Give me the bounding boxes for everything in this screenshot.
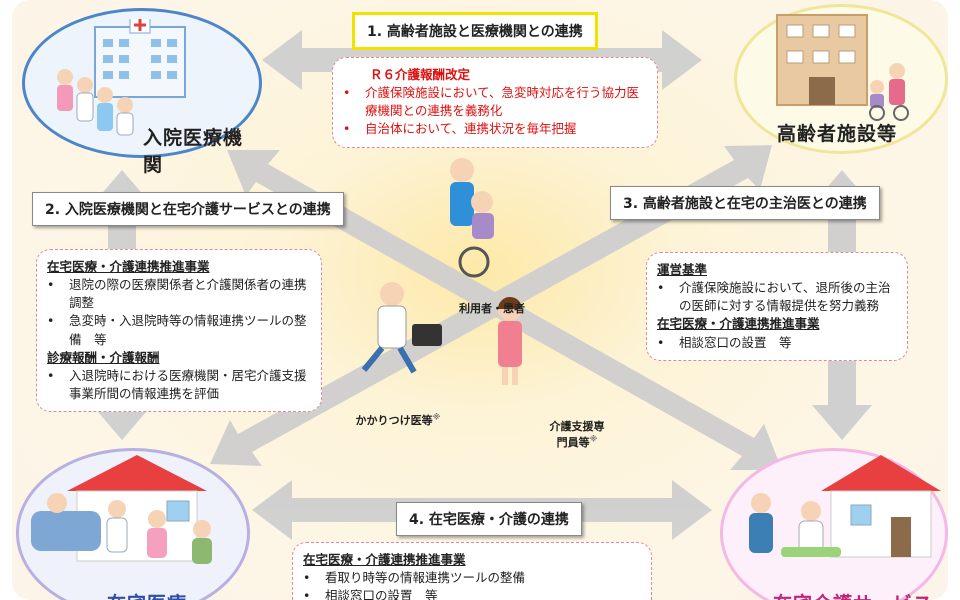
link1-bubble: Ｒ６介護報酬改定 •介護保険施設において、急変時対応を行う協力医療機関との連携を…: [332, 57, 658, 148]
care-manager-label: 介護支援専 門員等※: [549, 420, 605, 449]
link4-title: 4. 在宅医療・介護の連携: [396, 502, 582, 536]
revision-title: Ｒ６介護報酬改定: [369, 67, 470, 82]
home-care-label: 在宅介護サービス: [773, 589, 933, 600]
list-item: •入退院時における医療機関・居宅介護支援事業所間の情報連携を評価: [47, 367, 307, 401]
list-item: •退院の際の医療関係者と介護関係者の連携調整: [47, 277, 307, 311]
hospital-label: 入院医療機関: [143, 127, 244, 176]
list-item: •介護保険施設において、急変時対応を行う協力医療機関との連携を義務化: [343, 85, 640, 119]
arrow-diagonal-2: [210, 145, 772, 466]
link4-bubble: 在宅医療・介護連携推進事業 •看取り時等の情報連携ツールの整備 •相談窓口の設置…: [292, 542, 652, 600]
list-item: •急変時・入退院時等の情報連携ツールの整備 等: [47, 313, 307, 347]
list-item: •看取り時等の情報連携ツールの整備: [303, 570, 526, 586]
doctor-label: かかりつけ医等※: [355, 412, 441, 427]
list-item: •相談窓口の設置 等: [303, 588, 438, 600]
hospital-icon: [57, 19, 186, 136]
care-manager-icon: [498, 297, 522, 385]
link3-title: 3. 高齢者施設と在宅の主治医との連携: [610, 186, 880, 220]
patient-icon: [450, 158, 494, 278]
home-care-icon: [749, 455, 941, 558]
link3-bubble: 運営基準 •介護保険施設において、退所後の主治の医師に対する情報提供を努力義務 …: [646, 252, 908, 361]
link2-bubble: 在宅医療・介護連携推進事業 •退院の際の医療関係者と介護関係者の連携調整 •急変…: [36, 249, 322, 412]
list-item: •自治体において、連携状況を毎年把握: [343, 121, 577, 137]
home-care-node: 在宅介護サービス: [720, 448, 948, 600]
diagram-canvas: 入院医療機関 高齢者施設等 在宅医療: [12, 0, 948, 600]
list-item: •介護保険施設において、退所後の主治の医師に対する情報提供を努力義務: [657, 280, 891, 314]
doctor-icon: [361, 282, 442, 374]
patient-label: 利用者・患者: [459, 302, 525, 315]
hospital-node: 入院医療機関: [22, 8, 262, 176]
facility-icon: [776, 14, 909, 121]
center-figures: [361, 158, 522, 385]
facility-label: 高齢者施設等: [777, 123, 898, 145]
facility-node: 高齢者施設等: [734, 4, 948, 154]
list-item: •相談窓口の設置 等: [657, 334, 792, 350]
link1-title: 1. 高齢者施設と医療機関との連携: [352, 12, 598, 50]
link2-title: 2. 入院医療機関と在宅介護サービスとの連携: [32, 192, 344, 226]
home-medical-node: 在宅医療: [16, 448, 250, 600]
home-medical-icon: [31, 455, 212, 564]
home-medical-label: 在宅医療: [107, 589, 187, 600]
